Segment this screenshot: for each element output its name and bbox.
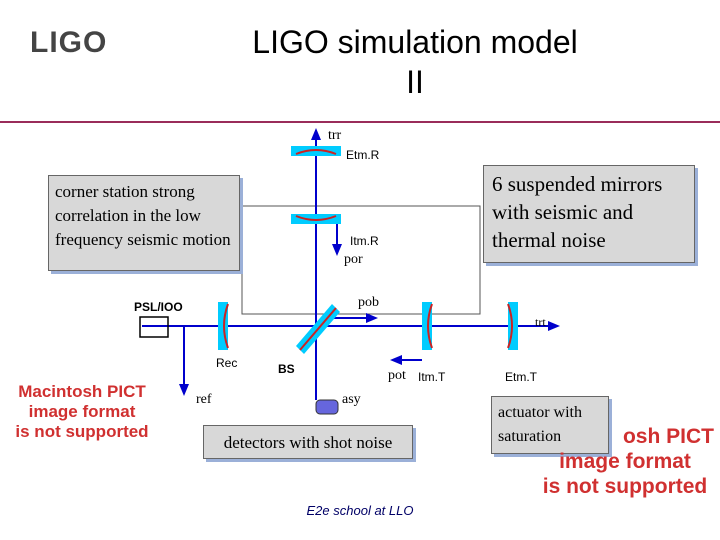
pict-left-line-3: is not supported — [15, 422, 149, 441]
port-label-por: por — [344, 252, 363, 267]
component-label-rec: Rec — [216, 356, 238, 370]
port-label-trt: trt — [535, 315, 546, 329]
itm-t-coating — [427, 303, 433, 349]
component-label-itm-t: Itm.T — [418, 370, 446, 384]
header-divider — [0, 121, 720, 123]
component-label-etm-r: Etm.R — [346, 148, 380, 162]
port-label-pob: pob — [358, 295, 379, 310]
slide-title: LIGO simulation model II — [180, 22, 650, 102]
component-label-itm-r: Itm.R — [350, 234, 379, 248]
component-label-psl: PSL/IOO — [134, 300, 183, 314]
asy-photodetector-icon — [315, 399, 339, 415]
port-label-pot: pot — [388, 368, 406, 383]
slide-footer: E2e school at LLO — [306, 503, 414, 518]
corner-station-callout: corner station strong correlation in the… — [48, 175, 240, 271]
port-label-ref: ref — [196, 392, 212, 407]
psl-laser-box — [139, 316, 169, 338]
port-label-trr: trr — [328, 128, 342, 143]
pict-right-line-1: osh PICT — [622, 425, 714, 448]
ligo-logo: LIGO — [30, 26, 108, 59]
trt-arrow — [548, 321, 560, 331]
ref-arrow — [179, 384, 189, 396]
pict-right-line-3: is not supported — [542, 475, 708, 498]
itm-r-coating — [295, 215, 337, 221]
rec-coating — [223, 303, 229, 349]
etm-t-coating — [507, 303, 513, 349]
pob-arrow — [366, 313, 378, 323]
port-label-asy: asy — [342, 392, 361, 407]
detectors-callout: detectors with shot noise — [203, 425, 413, 459]
suspended-mirrors-callout: 6 suspended mirrors with seismic and the… — [483, 165, 695, 263]
title-line-2: II — [406, 64, 424, 100]
pict-left-line-2: image format — [28, 402, 136, 421]
pict-placeholder-left: Macintosh PICT image format is not suppo… — [12, 382, 152, 442]
pict-left-line-1: Macintosh PICT — [18, 382, 146, 401]
beam-splitter-coating — [299, 307, 337, 351]
pot-arrow — [390, 355, 402, 365]
pict-placeholder-right: osh PICT image format is not supported — [530, 424, 720, 499]
component-label-bs: BS — [278, 362, 295, 376]
component-label-etm-t: Etm.T — [505, 370, 537, 384]
etm-r-coating — [295, 149, 337, 155]
recycling-cavity-outline — [241, 205, 481, 315]
itm-r-pickoff-arrow — [332, 244, 342, 256]
actuator-callout: actuator with saturation — [491, 396, 609, 454]
title-line-1: LIGO simulation model — [252, 24, 578, 60]
pict-right-line-2: image format — [559, 450, 691, 473]
trr-arrow — [311, 128, 321, 140]
